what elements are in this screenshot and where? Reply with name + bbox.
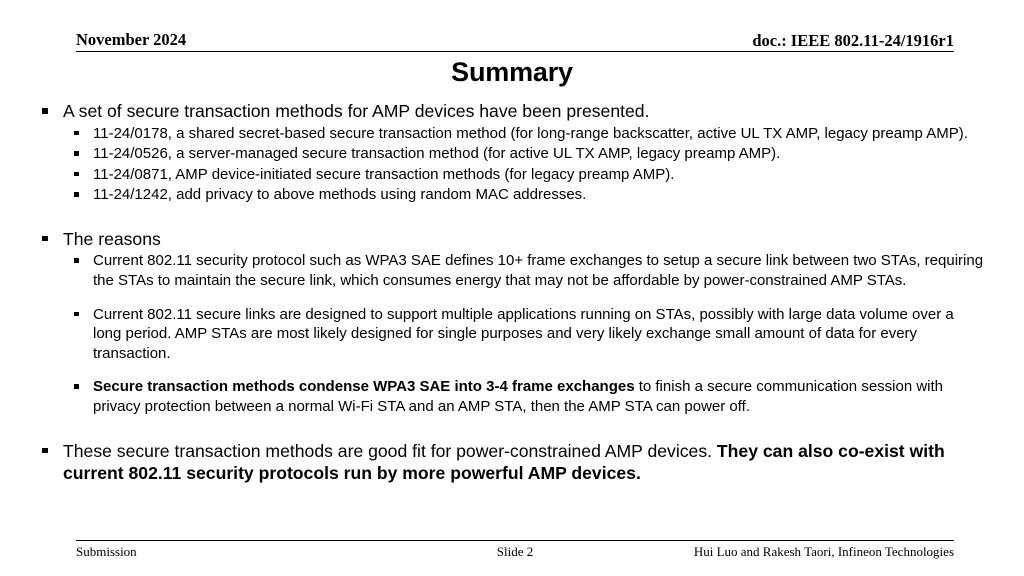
footer-authors: Hui Luo and Rakesh Taori, Infineon Techn… [693, 544, 954, 559]
bullet-square-icon [42, 447, 48, 454]
bullet-text: 11-24/0871, AMP device-initiated secure … [93, 165, 675, 183]
bullet-text: 11-24/1242, add privacy to above methods… [93, 186, 587, 204]
bullet-text: The reasons [63, 228, 161, 249]
bullet-level2: Current 802.11 security protocol such as… [40, 251, 984, 290]
paragraph-spacer [40, 418, 984, 440]
slide-header: November 2024 doc.: IEEE 802.11-24/1916r… [76, 30, 954, 52]
bullet-level1: A set of secure transaction methods for … [40, 100, 984, 123]
bullet-level2: 11-24/0871, AMP device-initiated secure … [40, 165, 984, 185]
header-divider [76, 51, 954, 52]
bullet-square-icon [74, 171, 79, 177]
bullet-text: 11-24/0178, a shared secret-based secure… [93, 124, 968, 142]
bullet-level2: 11-24/0526, a server-managed secure tran… [40, 144, 984, 164]
bullet-square-icon [74, 384, 79, 389]
bullet-level2: Secure transaction methods condense WPA3… [40, 377, 984, 416]
paragraph-spacer [40, 364, 984, 377]
bullet-square-icon [42, 108, 48, 114]
paragraph-spacer [40, 206, 984, 228]
bullet-square-icon [74, 130, 79, 135]
bullet-square-icon [74, 258, 79, 263]
bullet-level1: The reasons [40, 228, 984, 251]
footer-submission: Submission [76, 544, 137, 559]
page-title: Summary [451, 57, 573, 87]
bullet-text-emphasis: Secure transaction methods condense WPA3… [93, 378, 635, 396]
bullet-square-icon [42, 235, 48, 242]
bullet-level1: These secure transaction methods are goo… [40, 440, 984, 485]
bullet-square-icon [74, 151, 79, 156]
bullet-level2: Current 802.11 secure links are designed… [40, 305, 984, 364]
header-doc-id: doc.: IEEE 802.11-24/1916r1 [752, 31, 954, 50]
footer-slide-number: Slide 2 [496, 544, 534, 559]
bullet-text: A set of secure transaction methods for … [63, 101, 650, 121]
bullet-text: Current 802.11 security protocol such as… [93, 252, 984, 289]
bullet-level2: 11-24/1242, add privacy to above methods… [40, 185, 984, 205]
footer-divider [76, 540, 954, 541]
bullet-square-icon [74, 192, 79, 197]
bullet-level2: 11-24/0178, a shared secret-based secure… [40, 124, 984, 144]
bullet-text: 11-24/0526, a server-managed secure tran… [93, 145, 781, 163]
bullet-text: to finish a secure communication session… [93, 378, 944, 415]
bullet-text: Current 802.11 secure links are designed… [93, 305, 954, 362]
header-date: November 2024 [76, 30, 187, 49]
paragraph-spacer [40, 292, 984, 305]
bullet-square-icon [74, 311, 79, 317]
slide-footer: Submission Slide 2 Hui Luo and Rakesh Ta… [76, 543, 954, 561]
slide-body: A set of secure transaction methods for … [40, 100, 984, 486]
bullet-text: These secure transaction methods are goo… [63, 440, 717, 461]
bullet-text-emphasis: They can also co-exist with current 802.… [63, 440, 945, 484]
